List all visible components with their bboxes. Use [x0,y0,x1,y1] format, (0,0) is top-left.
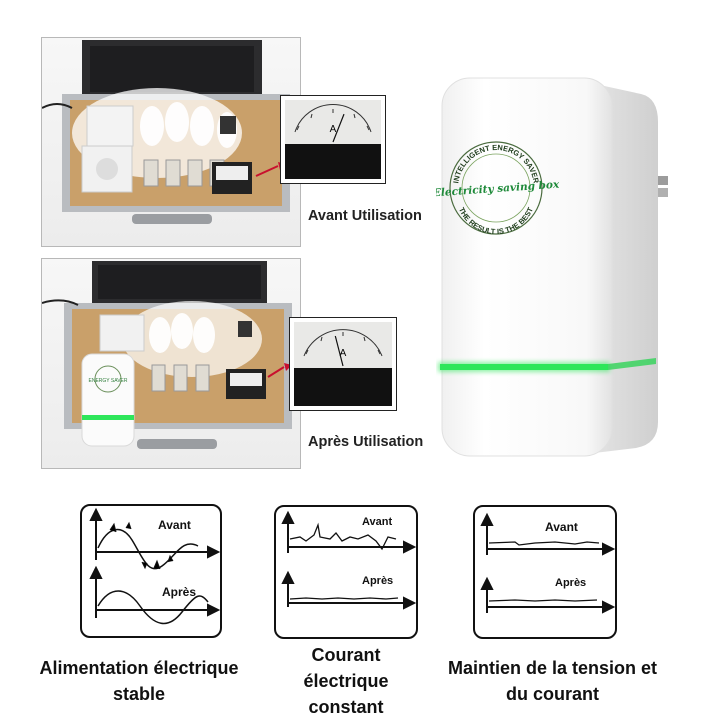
briefcase-after-illustration: ENERGY SAVER [42,261,292,449]
waveform-graph-3 [480,512,615,614]
before-photo [41,37,301,247]
feature-caption-1: Alimentation électrique stable [39,658,239,704]
after-photo: ENERGY SAVER [41,258,301,469]
ammeter-after-callout: A [289,317,397,411]
mini-device-label: ENERGY SAVER [89,378,128,384]
graph2-top-label: Avant [362,516,393,528]
graph3-bottom-label: Après [555,577,587,589]
briefcase-before-illustration [42,40,290,224]
graph3-top-label: Avant [545,520,578,534]
graph1-top-label: Avant [158,518,191,532]
graph-panel-voltage-current: Avant Après [473,505,617,639]
feature-caption-3: Maintien de la tension et du courant [447,658,658,704]
graph1-bottom-label: Après [162,585,197,599]
meter-unit-after: A [340,348,347,359]
graph-panel-constant-current: Avant Après [274,505,418,639]
graph2-bottom-label: Après [362,575,394,587]
meter-unit-before: A [330,124,337,135]
energy-saver-device: INTELLIGENT ENERGY SAVER THE RESULT IS T… [432,72,676,462]
feature-caption-2: Courant électrique constant [303,645,389,717]
graph-panel-stable-supply: Avant Après [80,504,222,638]
waveform-graph-2 [281,510,416,610]
status-led-strip [440,364,608,370]
caption-before: Avant Utilisation [308,208,422,224]
ammeter-before-callout: A [280,95,386,184]
waveform-graph-1 [89,507,220,625]
caption-after: Après Utilisation [308,434,424,450]
